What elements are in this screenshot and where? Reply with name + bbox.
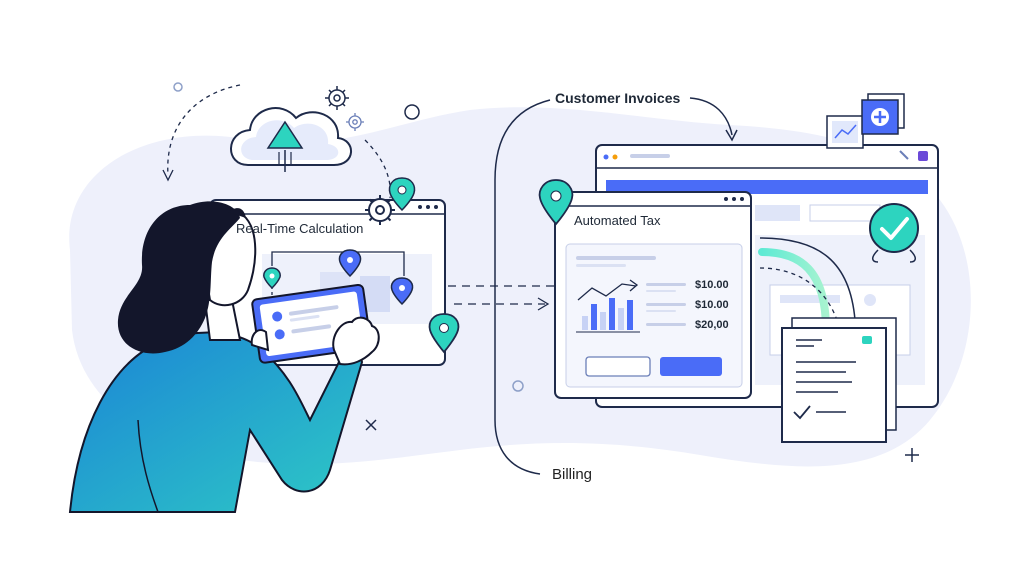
map-pin-icon xyxy=(388,177,416,212)
bracket-curve xyxy=(494,99,551,475)
map-pin-icon xyxy=(428,313,460,354)
checklist-document-icon xyxy=(781,317,897,443)
chart-card-icon xyxy=(826,115,864,149)
flow-arc xyxy=(759,237,856,321)
tax-window xyxy=(554,191,752,399)
arrow-head xyxy=(537,297,550,311)
line-item-amount: $10.00 xyxy=(695,299,729,311)
tax-window-title: Automated Tax xyxy=(574,213,661,228)
arrow-head xyxy=(162,169,174,182)
flow-arc xyxy=(758,248,830,334)
customer-invoices-label: Customer Invoices xyxy=(555,90,681,106)
map-pin-icon xyxy=(390,277,414,306)
map-pin-icon xyxy=(263,267,281,290)
decor-circle xyxy=(173,82,183,92)
calc-window-title: Real-Time Calculation xyxy=(236,221,364,236)
arrow-curve xyxy=(689,97,733,136)
map-pin-icon xyxy=(538,179,574,226)
line-item-amount: $20,00 xyxy=(695,319,729,331)
cross-icon xyxy=(365,419,377,431)
gear-icon xyxy=(365,195,395,225)
arrow-head xyxy=(725,129,738,142)
decor-circle xyxy=(404,104,420,120)
gear-icon xyxy=(346,113,364,131)
dashed-arrow xyxy=(167,84,241,176)
line-item-amount: $10.00 xyxy=(695,279,729,291)
check-badge-icon xyxy=(869,203,919,263)
plus-icon xyxy=(905,448,919,462)
plus-card-icon xyxy=(861,93,905,135)
map-pin-icon xyxy=(338,249,362,278)
person-illustration xyxy=(68,201,380,513)
billing-label: Billing xyxy=(552,466,593,483)
gear-icon xyxy=(325,86,349,110)
cloud-upload-icon xyxy=(230,107,352,172)
decor-circle xyxy=(512,380,524,392)
